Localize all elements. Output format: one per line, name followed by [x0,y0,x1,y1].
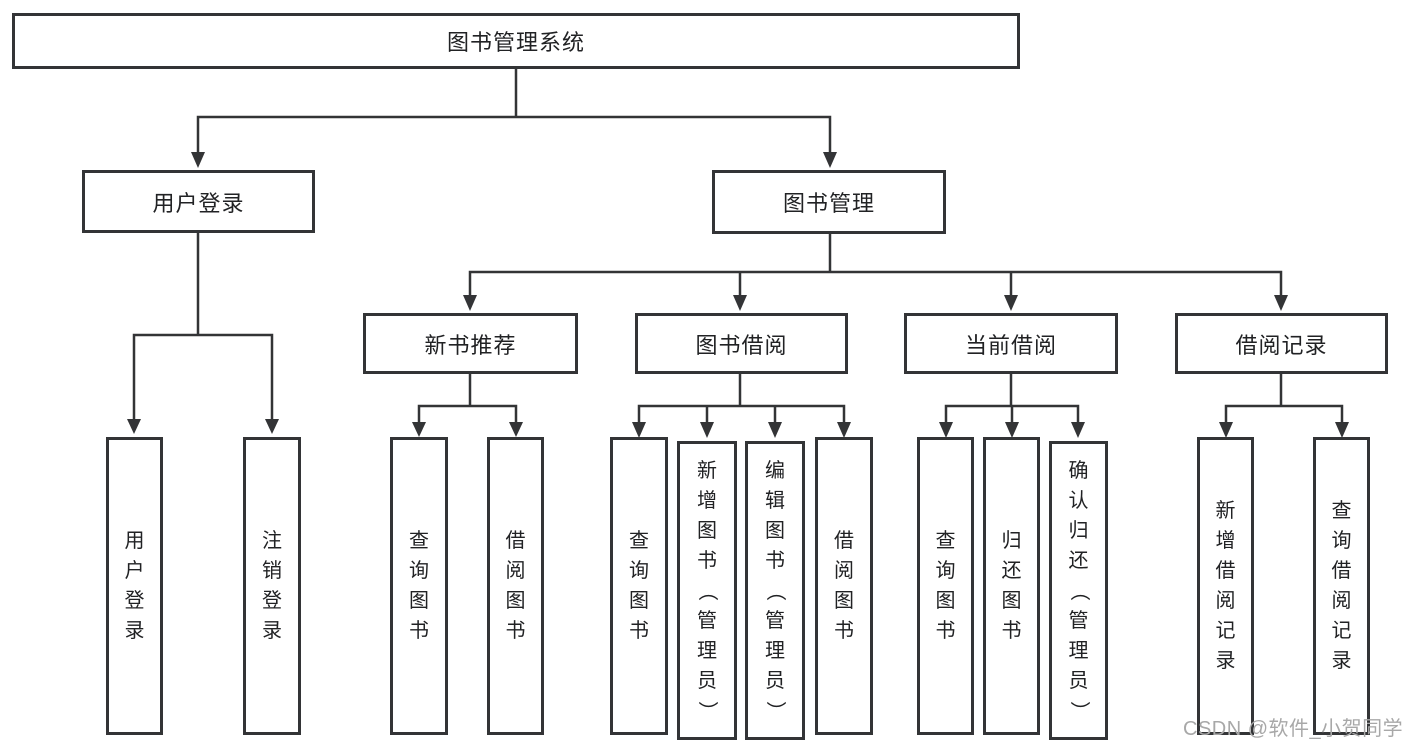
leaf-return-books: 归还图书 [983,437,1040,735]
node-user-login: 用户登录 [82,170,315,233]
leaf-query-books-2: 查询图书 [610,437,668,735]
leaf-confirm-return-admin: 确认归还（管理员） [1049,441,1108,740]
leaf-add-borrow-record: 新增借阅记录 [1197,437,1254,735]
edges-book-management-to-level3 [463,234,1288,311]
node-library-management-system: 图书管理系统 [12,13,1020,69]
leaf-borrow-books-2: 借阅图书 [815,437,873,735]
node-new-book-recommend: 新书推荐 [363,313,578,374]
node-book-borrow: 图书借阅 [635,313,848,374]
leaf-query-borrow-record: 查询借阅记录 [1313,437,1370,735]
node-book-management: 图书管理 [712,170,946,234]
edges-user-login-children [127,233,279,434]
leaf-user-login: 用户登录 [106,437,163,735]
csdn-watermark: CSDN @软件_小贺同学 [1183,718,1404,740]
edges-book-borrow-children [632,374,851,438]
leaf-borrow-books-1: 借阅图书 [487,437,544,735]
leaf-logout: 注销登录 [243,437,301,735]
edges-new-book-children [412,374,523,437]
leaf-add-books-admin: 新增图书（管理员） [677,441,737,740]
edges-borrow-record-children [1219,374,1349,438]
edges-current-borrow-children [939,374,1085,438]
leaf-query-books-3: 查询图书 [917,437,974,735]
node-current-borrow: 当前借阅 [904,313,1118,374]
leaf-edit-books-admin: 编辑图书（管理员） [745,441,805,740]
leaf-query-books-1: 查询图书 [390,437,448,735]
node-borrow-record: 借阅记录 [1175,313,1388,374]
edges-root-to-level2 [191,69,837,168]
